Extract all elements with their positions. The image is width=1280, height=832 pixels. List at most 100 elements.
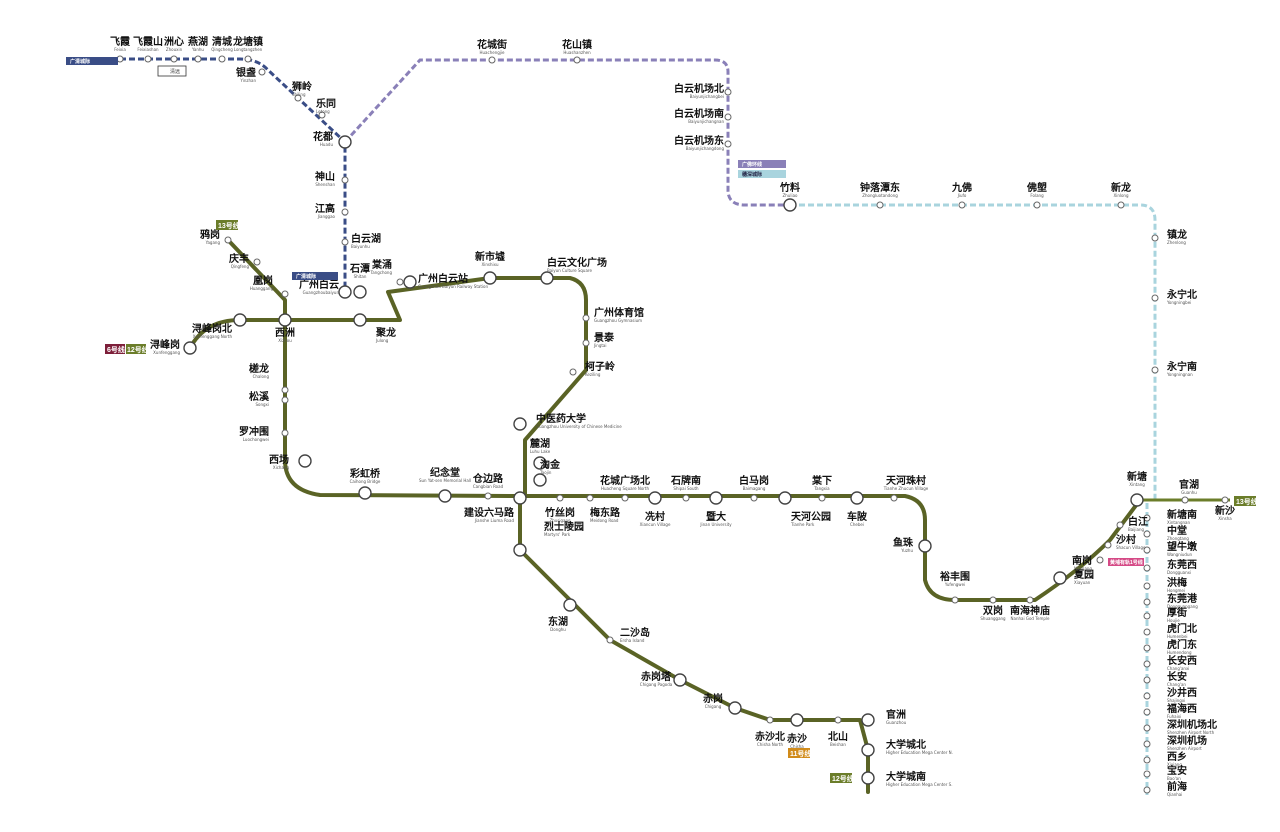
station-27-marker[interactable] [224,236,232,244]
station-97-marker[interactable] [1143,692,1151,700]
station-101-marker[interactable] [1143,756,1151,764]
station-68-marker[interactable] [728,701,742,715]
station-88-marker[interactable] [1143,546,1151,554]
station-94-marker[interactable] [1143,644,1151,652]
station-60-marker[interactable] [778,491,792,505]
station-71-marker[interactable] [834,716,842,724]
station-67-marker[interactable] [673,673,687,687]
station-49-marker[interactable] [513,417,527,431]
station-10-marker[interactable] [341,176,349,184]
station-66-marker[interactable] [606,636,614,644]
station-29-marker[interactable] [281,290,289,298]
station-73-marker[interactable] [861,743,875,757]
station-64-marker[interactable] [513,543,527,557]
station-87-marker[interactable] [1143,530,1151,538]
station-39-marker[interactable] [582,314,590,322]
station-24-marker[interactable] [1151,234,1159,242]
station-65-marker[interactable] [563,598,577,612]
station-15-marker[interactable] [573,56,581,64]
station-32-marker[interactable] [278,313,292,327]
station-53-marker[interactable] [556,494,564,502]
station-6-marker[interactable] [258,68,266,76]
station-30-marker[interactable] [233,313,247,327]
station-51-marker[interactable] [533,473,547,487]
station-98-marker[interactable] [1143,708,1151,716]
station-81-marker[interactable] [1104,541,1112,549]
station-43-marker[interactable] [281,396,289,404]
station-31-marker[interactable] [183,341,197,355]
station-56-marker[interactable] [682,494,690,502]
station-13-marker[interactable] [338,285,352,299]
station-99-marker[interactable] [1143,724,1151,732]
station-103-marker[interactable] [1143,786,1151,794]
station-23-marker[interactable] [1117,201,1125,209]
station-61-marker[interactable] [818,494,826,502]
station-86-marker[interactable] [1143,514,1151,522]
station-26-marker[interactable] [1151,366,1159,374]
station-5-marker[interactable] [244,55,252,63]
station-62-marker[interactable] [850,491,864,505]
station-95-marker[interactable] [1143,660,1151,668]
station-70-marker[interactable] [790,713,804,727]
station-16-marker[interactable] [724,88,732,96]
station-48-marker[interactable] [484,492,492,500]
station-63-marker[interactable] [890,494,898,502]
station-36-marker[interactable] [403,275,417,289]
station-40-marker[interactable] [582,339,590,347]
station-92-marker[interactable] [1143,612,1151,620]
station-46-marker[interactable] [358,486,372,500]
station-21-marker[interactable] [958,201,966,209]
station-85-marker[interactable] [1221,496,1229,504]
station-33-marker[interactable] [353,285,367,299]
station-3-marker[interactable] [194,55,202,63]
station-1-marker[interactable] [144,55,152,63]
station-84-marker[interactable] [1181,496,1189,504]
station-19-marker[interactable] [783,198,797,212]
station-55-marker[interactable] [621,494,629,502]
station-7-marker[interactable] [294,94,302,102]
station-77-marker[interactable] [989,596,997,604]
station-59-marker[interactable] [750,494,758,502]
station-75-marker[interactable] [918,539,932,553]
station-28-marker[interactable] [253,258,261,266]
station-45-marker[interactable] [298,454,312,468]
station-50-marker[interactable] [533,456,547,470]
station-22-marker[interactable] [1033,201,1041,209]
station-37-marker[interactable] [483,271,497,285]
station-100-marker[interactable] [1143,740,1151,748]
station-96-marker[interactable] [1143,676,1151,684]
station-8-marker[interactable] [318,111,326,119]
station-2-marker[interactable] [170,55,178,63]
station-72-marker[interactable] [861,713,875,727]
station-89-marker[interactable] [1143,564,1151,572]
station-93-marker[interactable] [1143,628,1151,636]
station-35-marker[interactable] [396,278,404,286]
station-80-marker[interactable] [1096,556,1104,564]
station-20-marker[interactable] [876,201,884,209]
station-91-marker[interactable] [1143,598,1151,606]
station-12-marker[interactable] [341,238,349,246]
station-41-marker[interactable] [569,368,577,376]
station-78-marker[interactable] [1026,596,1034,604]
station-58-marker[interactable] [709,491,723,505]
station-47-marker[interactable] [438,489,452,503]
station-57-marker[interactable] [648,491,662,505]
station-76-marker[interactable] [951,596,959,604]
station-54-marker[interactable] [586,494,594,502]
station-11-marker[interactable] [341,208,349,216]
station-4-marker[interactable] [218,55,226,63]
station-69-marker[interactable] [766,716,774,724]
station-9-marker[interactable] [338,135,352,149]
station-74-marker[interactable] [861,771,875,785]
station-34-marker[interactable] [353,313,367,327]
station-102-marker[interactable] [1143,770,1151,778]
station-42-marker[interactable] [281,386,289,394]
station-14-marker[interactable] [488,56,496,64]
station-90-marker[interactable] [1143,582,1151,590]
station-82-marker[interactable] [1116,521,1124,529]
station-44-marker[interactable] [281,429,289,437]
station-18-marker[interactable] [724,140,732,148]
station-79-marker[interactable] [1053,571,1067,585]
station-38-marker[interactable] [540,271,554,285]
station-83-marker[interactable] [1130,493,1144,507]
